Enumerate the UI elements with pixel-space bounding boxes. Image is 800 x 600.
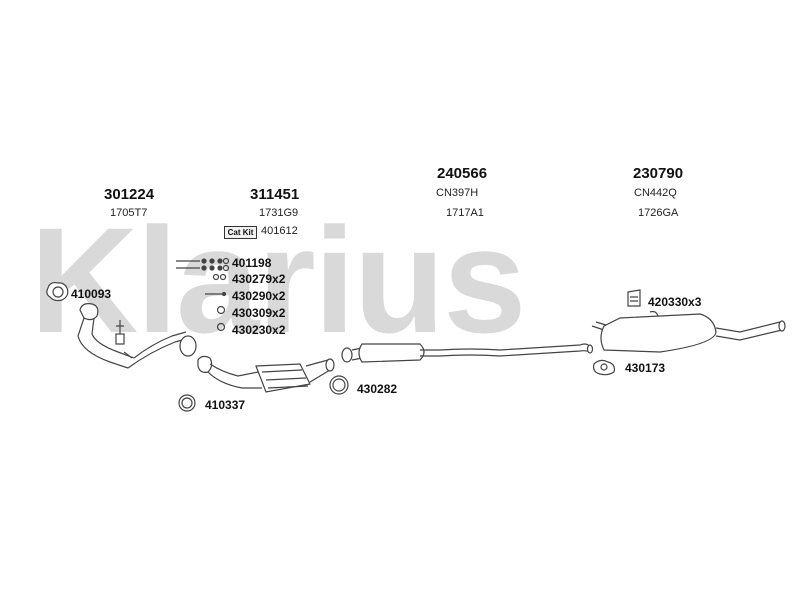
header-code2-4: 1726GA (638, 207, 679, 219)
part-label: 401198 (232, 256, 272, 270)
part-label: 420330x3 (648, 295, 702, 309)
part-label: 410093 (71, 287, 112, 301)
hanger-icon (627, 289, 641, 307)
catkit-number: 401612 (261, 225, 298, 237)
part-label: 410337 (205, 398, 246, 412)
gasket-icon (593, 359, 615, 376)
header-code-3: CN397H (436, 187, 479, 199)
part-label: 430290x2 (232, 289, 286, 303)
front-pipe-drawing (77, 303, 197, 369)
clamp-icon (329, 375, 349, 395)
gasket-icon (46, 281, 69, 302)
washer-icon (216, 305, 226, 332)
header-code-1: 1705T7 (110, 207, 148, 219)
part-label: 430282 (357, 382, 398, 396)
header-code-2: 1731G9 (259, 207, 299, 219)
header-code-4: CN442Q (634, 187, 677, 199)
catalytic-converter-drawing (197, 355, 335, 393)
header-number-2: 311451 (250, 186, 300, 203)
brand-watermark: Klarius (30, 196, 527, 364)
rear-silencer-drawing (591, 310, 786, 353)
screw-icon (205, 291, 227, 297)
part-label: 430279x2 (232, 272, 286, 286)
part-label: 430309x2 (232, 306, 286, 320)
part-label: 430230x2 (232, 323, 286, 337)
clamp-icon (178, 394, 196, 412)
catkit-badge: Cat Kit (224, 226, 257, 239)
header-number-3: 240566 (437, 165, 488, 182)
header-number-1: 301224 (104, 186, 155, 203)
nut-icon (212, 273, 227, 281)
centre-silencer-drawing (341, 343, 594, 363)
bolt-icon (176, 257, 230, 272)
part-label: 430173 (625, 361, 666, 375)
header-number-4: 230790 (633, 165, 684, 182)
header-code2-3: 1717A1 (446, 207, 484, 219)
